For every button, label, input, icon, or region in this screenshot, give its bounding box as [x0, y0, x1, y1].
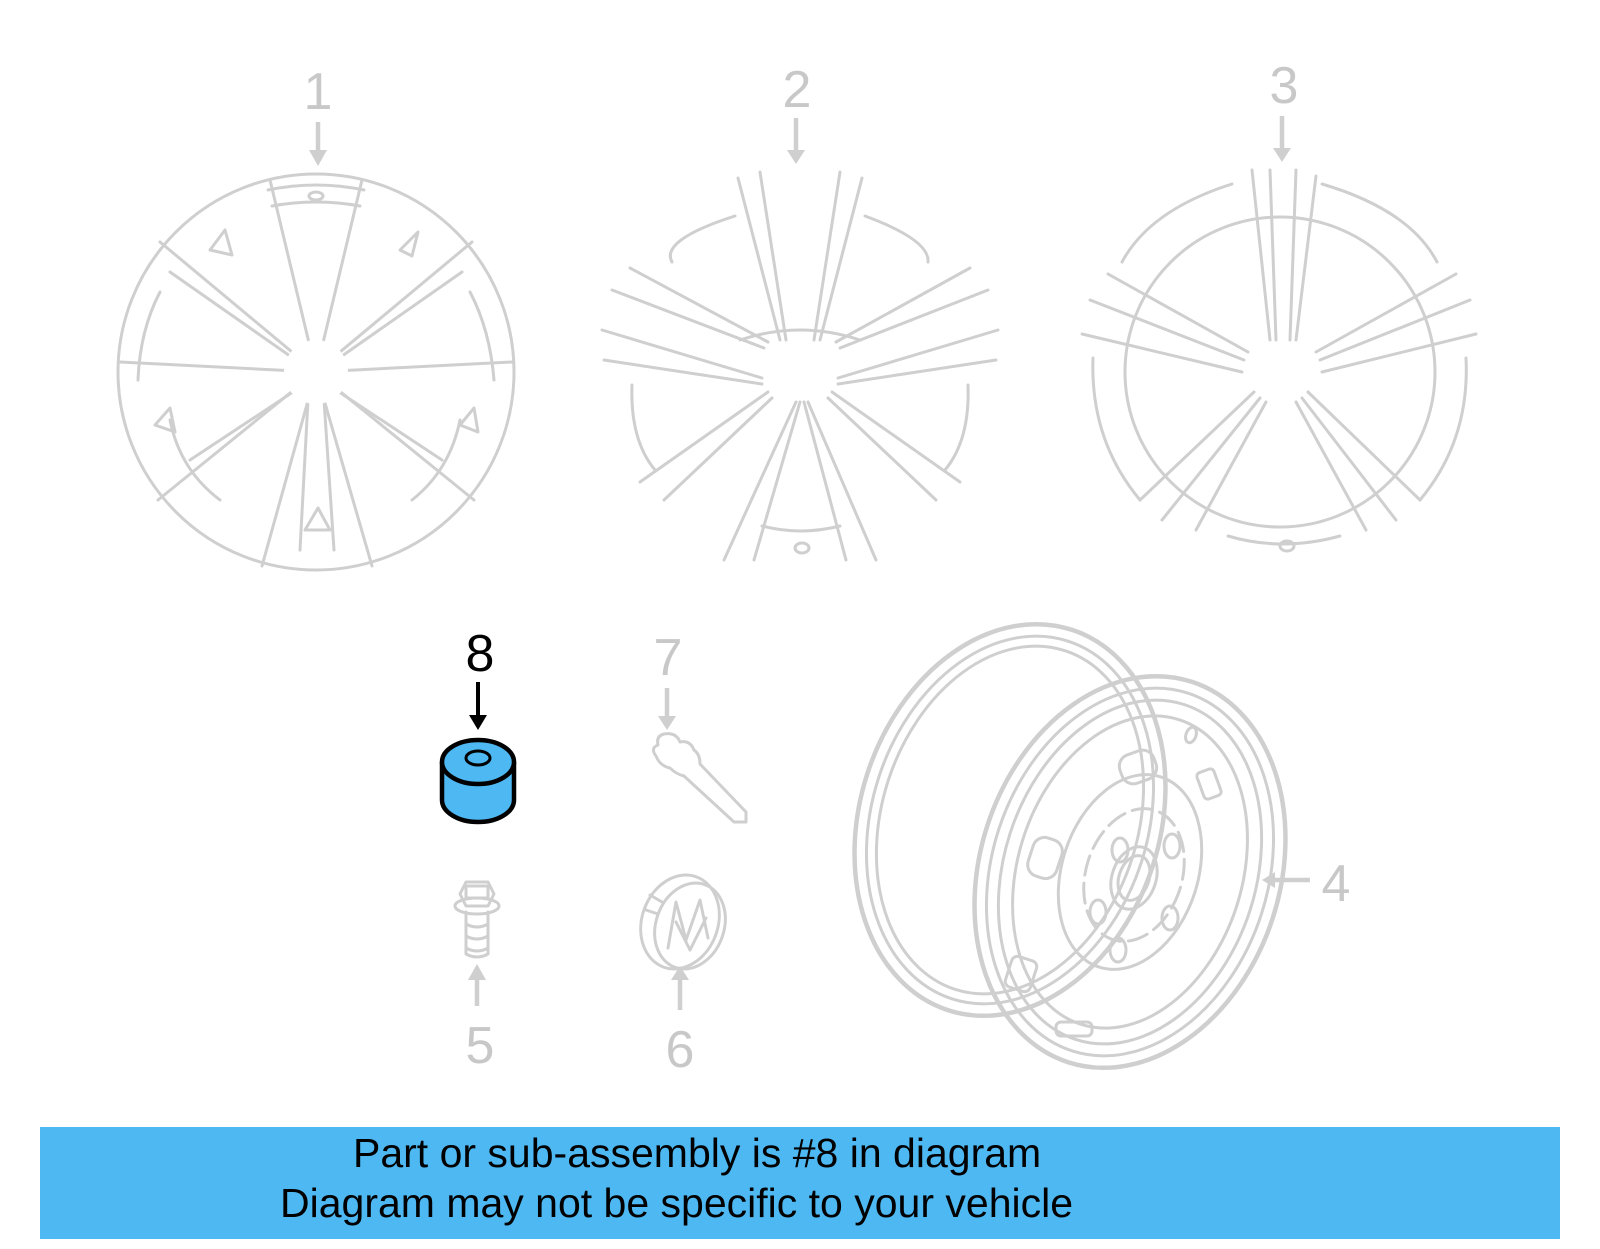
- part-7-valve-stem-illustration[interactable]: [651, 688, 748, 824]
- banner-disclaimer: Diagram may not be specific to your vehi…: [280, 1180, 1074, 1226]
- part-8-bushing-illustration[interactable]: [439, 682, 517, 825]
- banner-part-notice: Part or sub-assembly is #8 in diagram: [353, 1130, 1042, 1176]
- wheel-2-illustration[interactable]: [600, 118, 1000, 562]
- part-6-center-cap-illustration[interactable]: [628, 864, 737, 1010]
- wheel-4-illustration[interactable]: [806, 583, 1335, 1108]
- callout-6[interactable]: 6: [665, 1021, 695, 1079]
- callout-4[interactable]: 4: [1321, 855, 1351, 913]
- part-5-bolt-illustration[interactable]: [453, 880, 501, 1006]
- callout-3[interactable]: 3: [1269, 57, 1299, 115]
- callout-5[interactable]: 5: [465, 1017, 495, 1075]
- wheel-1-illustration[interactable]: [116, 122, 516, 572]
- wheel-3-illustration[interactable]: [1080, 116, 1478, 553]
- callout-1[interactable]: 1: [303, 63, 333, 121]
- callout-2[interactable]: 2: [782, 61, 812, 119]
- callout-8-highlighted[interactable]: 8: [465, 625, 495, 683]
- info-banner: Part or sub-assembly is #8 in diagram Di…: [40, 1127, 1560, 1239]
- callout-7[interactable]: 7: [653, 629, 683, 687]
